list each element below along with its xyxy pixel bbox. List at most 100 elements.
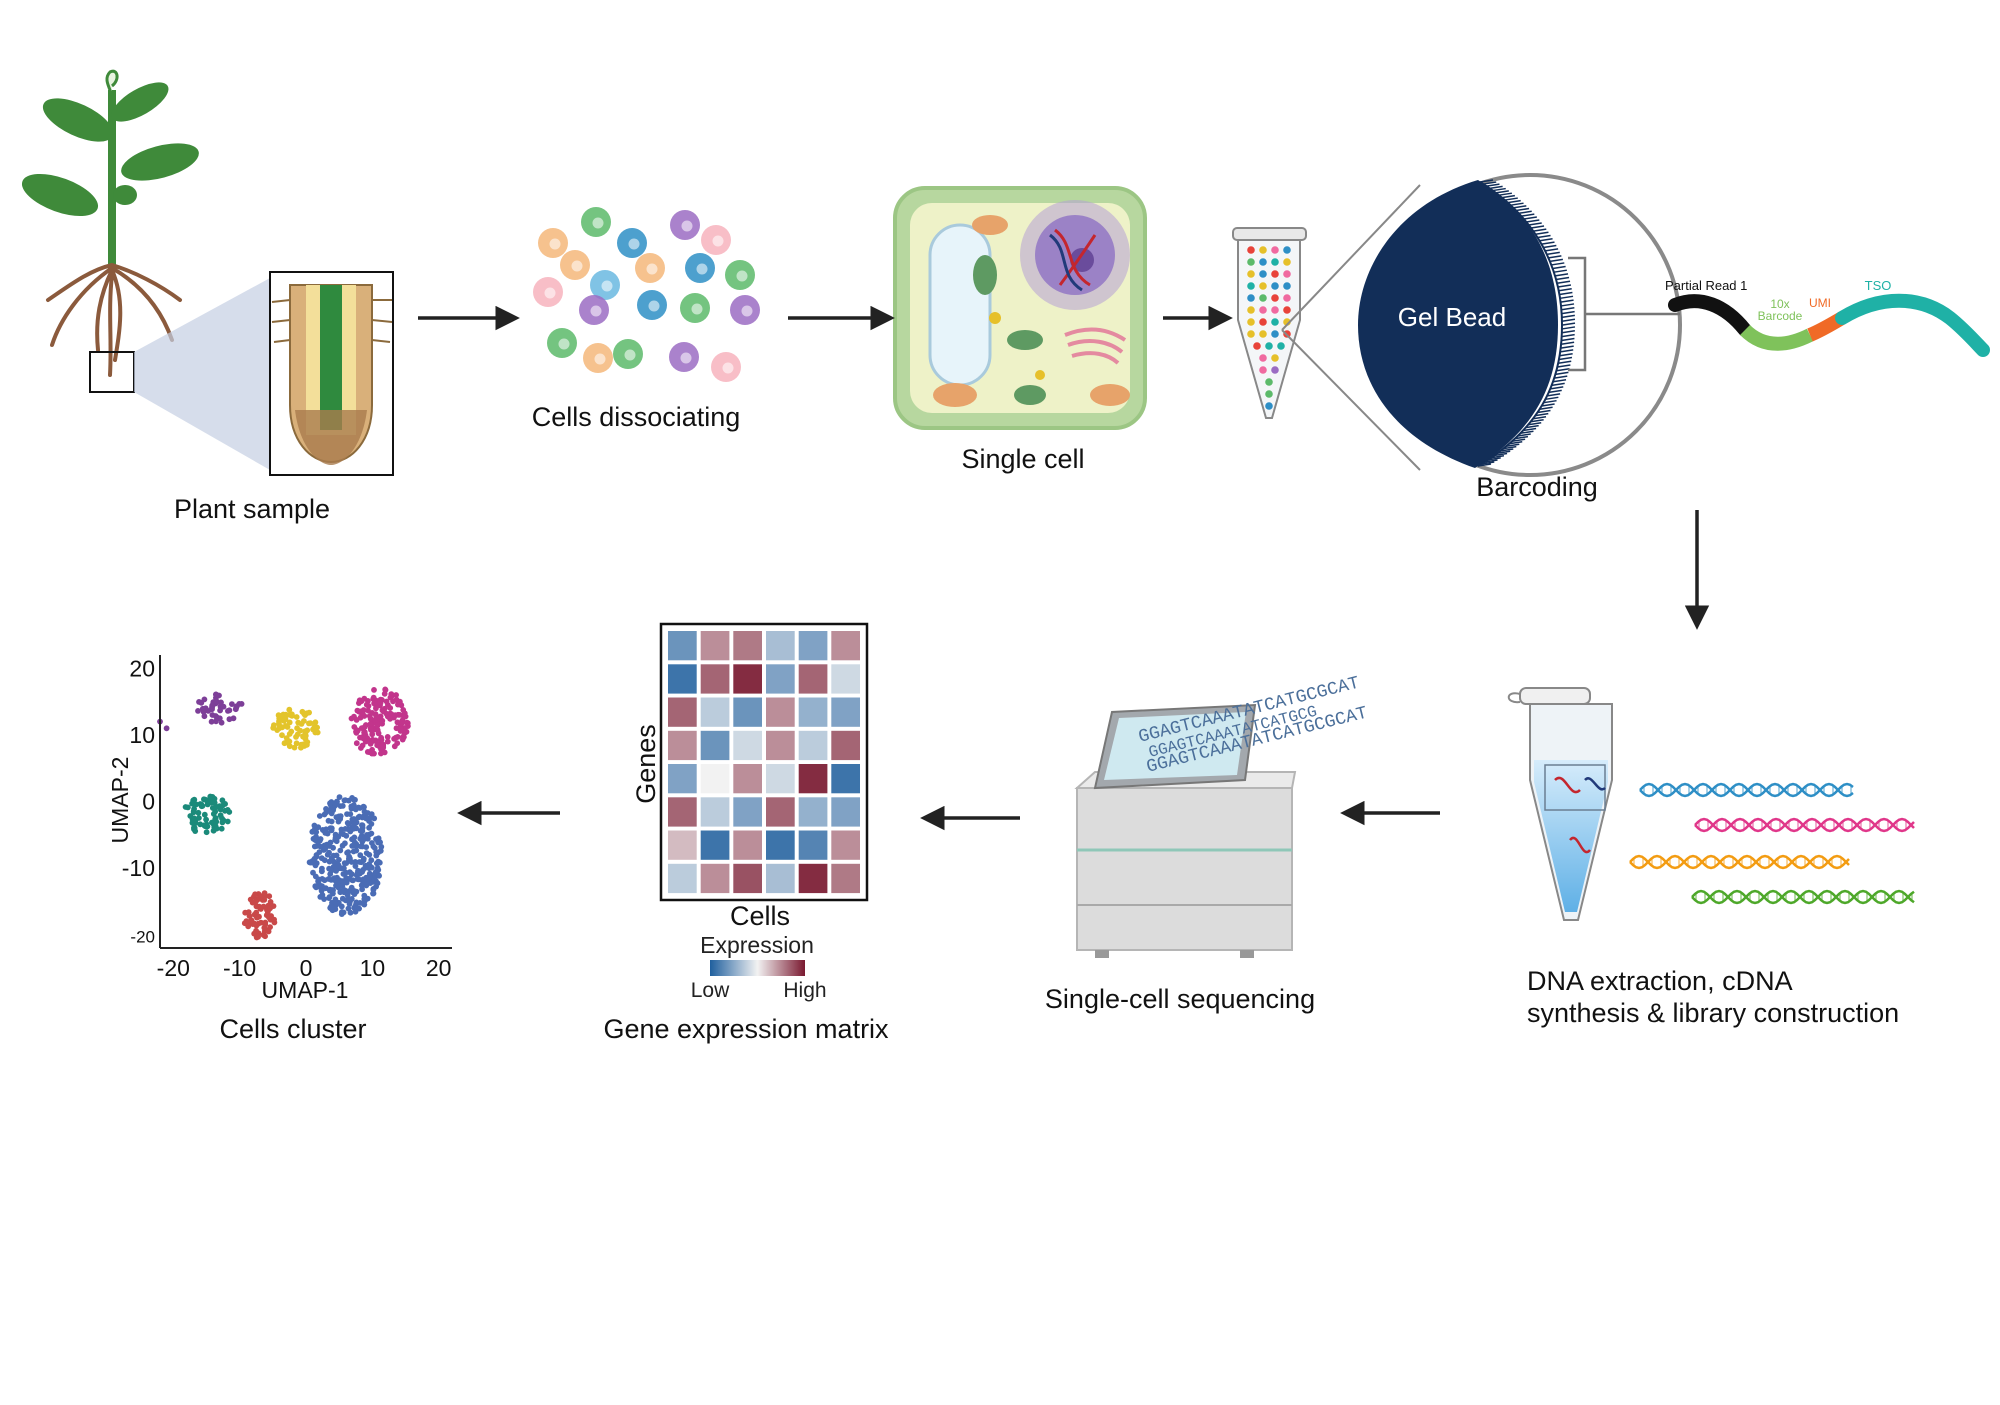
oligo-strand [1525,424,1539,429]
oligo-strand [1514,435,1529,440]
umap-point-c4 [315,876,322,883]
umap-point-c5 [267,924,273,930]
umap-point-c3 [222,807,228,814]
oligo-strand [1481,461,1495,465]
umap-point-c1 [284,724,291,730]
cell-nucleus-1 [592,217,604,229]
droplet-14 [1271,282,1279,290]
umap-point-c4 [321,896,327,902]
umap-point-c4 [359,822,366,829]
umap-point-c4 [337,813,344,819]
x-tick-label: -10 [223,955,256,981]
umap-point-c2 [356,708,362,715]
y-tick-label: -20 [130,928,155,947]
umap-point-c4 [327,806,334,813]
umap-point-c2 [357,714,364,721]
legend-low: Low [691,979,730,1002]
oligo-strand [1541,403,1555,407]
heatmap-cell-r0-c5 [831,631,860,661]
umap-point-c4 [344,849,350,856]
umap-point-c2 [373,705,379,712]
umap-point-c4 [321,857,328,864]
heatmap-cell-r2-c4 [798,697,828,727]
oligo-strand [1484,459,1498,463]
umap-point-c5 [256,913,262,920]
umap-point-c1 [286,731,293,737]
umap-point-c5 [243,918,250,924]
umap-point-c5 [266,893,273,900]
oligo-strand [1558,360,1572,364]
step-label-cells-dissociating: Cells dissociating [531,402,741,432]
oligo-strand [1490,454,1505,459]
umap-point-c4 [354,876,361,883]
umap-point-c2 [391,743,398,750]
umap-point-c4 [346,896,353,903]
umap-point-c4 [375,859,382,866]
umap-point-c4 [339,883,346,889]
umap-point-c2 [379,717,386,724]
umap-point-c1 [277,723,284,730]
cdna-library-strands [1629,782,1915,905]
heatmap-cell-r6-c0 [668,830,697,860]
umap-point-c2 [377,700,384,706]
umap-point-c4 [329,904,335,911]
oligo-strand [1535,412,1549,417]
umap-point-c0 [220,703,227,710]
oligo-strand [1521,213,1535,217]
umap-point-c3 [187,813,194,819]
umap-point-c4 [343,832,350,839]
cell-nucleus-12 [648,300,660,312]
umap-point-c4 [328,799,335,805]
extraction-tube-illustration [1507,687,1613,921]
heatmap-cell-r4-c0 [668,764,697,794]
umap-point-c4 [348,884,355,891]
barcoding-illustration [1232,173,1990,477]
legend-title: Expression [700,932,814,958]
heatmap-cell-r0-c1 [700,631,730,661]
umap-point-c4 [373,836,379,842]
umap-point-c3 [211,799,218,806]
dna-helix-1-b [1694,817,1915,833]
umap-point-c5 [245,909,252,916]
umap-point-c2 [384,734,391,740]
umap-point-c2 [398,726,405,733]
umap-point-c4 [336,877,343,884]
umap-point-c4 [336,794,343,800]
heatmap-cell-r3-c0 [668,730,697,761]
umap-point-c4 [368,821,375,827]
umap-point-c3 [224,818,231,825]
umap-point-c4 [338,911,345,917]
umap-point-c4 [324,851,331,858]
dna-helix-3-a [1691,889,1915,905]
umap-point-c2 [361,729,367,736]
umap-point-c3 [198,803,205,810]
droplet-8 [1247,270,1255,278]
oligo-strand [1523,216,1537,220]
umap-point-c0 [195,708,201,714]
umap-point-c4 [330,887,336,893]
cell-nucleus-15 [558,338,570,350]
umap-point-c2 [359,742,366,749]
cell-nucleus-9 [696,263,708,275]
cell-nucleus-8 [646,263,658,275]
step-label-plant-sample: Plant sample [173,494,331,524]
droplet-35 [1259,354,1267,362]
droplet-2 [1271,246,1279,254]
umap-point-c0 [236,701,243,707]
heatmap-cell-r7-c2 [733,863,762,894]
umap-point-c4 [364,810,371,816]
umap-point-c4 [342,869,349,876]
step-label-matrix: Gene expression matrix [603,1014,889,1044]
umap-point-c2 [372,717,378,723]
oligo-strand [1559,295,1574,300]
oligo-strand [1526,219,1540,223]
heatmap-cell-r2-c5 [831,697,860,727]
umap-point-c1 [302,732,309,739]
heatmap-cell-r7-c1 [700,863,730,894]
umap-point-c2 [356,697,363,704]
oligo-strand [1552,378,1567,383]
umap-point-c4 [373,849,380,855]
umap-point-c5 [253,909,260,916]
oligo-strand [1561,307,1575,311]
umap-point-c2 [393,725,400,732]
